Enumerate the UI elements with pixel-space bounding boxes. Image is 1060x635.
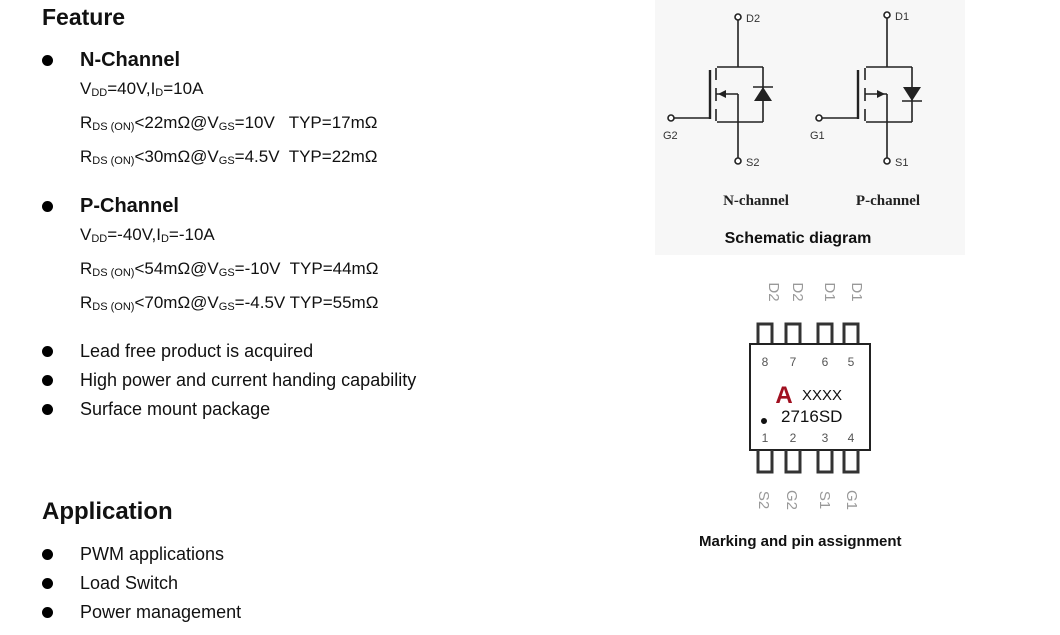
pin-name: D2 — [765, 282, 782, 301]
pin-number: 3 — [822, 431, 829, 445]
pin1-dot — [761, 418, 767, 424]
pin-name: G2 — [783, 490, 800, 510]
pin-label: G1 — [810, 130, 825, 142]
pin-number: 2 — [790, 431, 797, 445]
pin-label: S2 — [746, 157, 759, 169]
feature-item: High power and current handing capabilit… — [80, 370, 417, 390]
pin-number: 4 — [848, 431, 855, 445]
bullet — [42, 375, 53, 386]
application-item: Load Switch — [80, 573, 179, 593]
pin-number: 5 — [848, 355, 855, 369]
marking-line-2: 2716SD — [781, 407, 842, 426]
p-channel-label: P-channel — [856, 193, 920, 209]
pin-number: 7 — [790, 355, 797, 369]
spec-line: VDD=-40V,ID=-10A — [80, 225, 215, 245]
p-channel-specs: VDD=-40V,ID=-10A RDS (ON)<54mΩ@VGS=-10V … — [80, 220, 378, 322]
bullet — [42, 549, 53, 560]
spec-line: RDS (ON)<54mΩ@VGS=-10V TYP=44mΩ — [80, 259, 379, 279]
bullet — [42, 404, 53, 415]
spec-line: VDD=40V,ID=10A — [80, 79, 204, 99]
pin-label: D2 — [746, 13, 760, 25]
application-item: PWM applications — [80, 544, 225, 564]
bullet — [42, 55, 53, 66]
marking-line-1: XXXX — [802, 387, 842, 404]
schematic-caption: Schematic diagram — [725, 230, 872, 247]
pin-name: D1 — [848, 282, 865, 301]
spec-line: RDS (ON)<22mΩ@VGS=10V TYP=17mΩ — [80, 113, 378, 133]
feature-heading: Feature — [42, 4, 126, 30]
n-channel-label: N-channel — [723, 193, 789, 209]
pin-name: D1 — [821, 282, 838, 301]
pin-name: S1 — [816, 491, 833, 509]
bullet — [42, 201, 53, 212]
pin-number: 6 — [822, 355, 829, 369]
spec-line: RDS (ON)<30mΩ@VGS=4.5V TYP=22mΩ — [80, 147, 378, 167]
package-marking-diagram: D2 D2 D1 D1 8 7 6 5 A XXXX 2716SD 1 2 3 … — [749, 282, 871, 510]
application-item: Power management — [80, 602, 242, 622]
package-caption: Marking and pin assignment — [699, 533, 902, 550]
pin-name: D2 — [789, 282, 806, 301]
bullet — [42, 607, 53, 618]
pin-label: G2 — [663, 130, 678, 142]
bullet — [42, 346, 53, 357]
schematic-diagram: D2 G2 S2 D1 G1 S1 N-channel P-channel Sc… — [655, 0, 965, 255]
pin-label: D1 — [895, 11, 909, 23]
manufacturer-logo: A — [775, 382, 792, 409]
p-channel-title: P-Channel — [80, 195, 179, 217]
n-channel-specs: VDD=40V,ID=10A RDS (ON)<22mΩ@VGS=10V TYP… — [80, 74, 377, 176]
pin-number: 8 — [762, 355, 769, 369]
pin-label: S1 — [895, 157, 908, 169]
pin-number: 1 — [762, 431, 769, 445]
bullet — [42, 578, 53, 589]
application-heading: Application — [42, 498, 173, 525]
pin-name: G1 — [843, 490, 860, 510]
feature-item: Surface mount package — [80, 399, 271, 419]
spec-line: RDS (ON)<70mΩ@VGS=-4.5V TYP=55mΩ — [80, 293, 379, 313]
feature-item: Lead free product is acquired — [80, 341, 314, 361]
n-channel-title: N-Channel — [80, 49, 180, 71]
pin-name: S2 — [755, 491, 772, 509]
